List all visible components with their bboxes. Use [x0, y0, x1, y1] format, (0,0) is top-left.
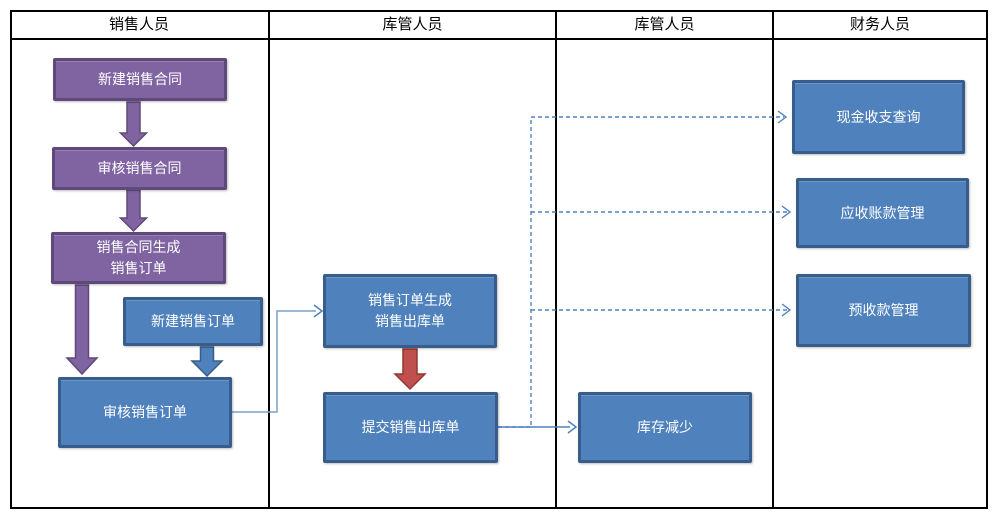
node-inventory-decrease[interactable]: 库存减少 [578, 392, 752, 463]
node-submit-outbound[interactable]: 提交销售出库单 [323, 392, 498, 463]
node-audit-contract[interactable]: 审核销售合同 [52, 147, 227, 190]
lane-divider-3 [772, 10, 774, 509]
node-create-order[interactable]: 新建销售订单 [123, 297, 263, 346]
lane-header-sales: 销售人员 [108, 16, 169, 33]
node-audit-order[interactable]: 审核销售订单 [58, 377, 232, 448]
node-contract-gen-order[interactable]: 销售合同生成 销售订单 [51, 232, 226, 284]
node-order-gen-outbound[interactable]: 销售订单生成 销售出库单 [323, 274, 497, 348]
lane-divider-1 [268, 10, 270, 509]
lane-header-warehouse1: 库管人员 [382, 16, 443, 33]
node-advance-receipt-mgmt[interactable]: 预收款管理 [796, 274, 971, 347]
lane-header-warehouse2: 库管人员 [634, 16, 695, 33]
lane-header-finance: 财务人员 [849, 16, 910, 33]
table-frame [10, 10, 988, 509]
lane-divider-2 [555, 10, 557, 509]
node-cash-query[interactable]: 现金收支查询 [792, 80, 965, 154]
node-receivable-mgmt[interactable]: 应收账款管理 [796, 178, 969, 248]
header-divider [10, 38, 988, 40]
node-create-contract[interactable]: 新建销售合同 [53, 58, 227, 101]
